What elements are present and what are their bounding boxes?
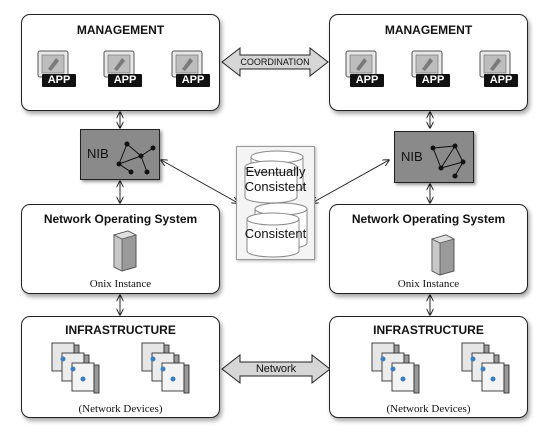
graph-icon xyxy=(116,141,156,175)
nib-label-right: NIB xyxy=(401,149,423,164)
connector-nib-db-right xyxy=(312,160,389,203)
nos-title-left: Network Operating System xyxy=(43,212,198,226)
nib-label-left: NIB xyxy=(87,146,109,161)
network-devices-label-right: (Network Devices) xyxy=(386,403,471,415)
onix-instance-label-left: Onix Instance xyxy=(89,278,152,290)
management-box-right: MANAGEMENT APP APP APP xyxy=(329,14,528,111)
app-icon: APP xyxy=(478,49,518,87)
onix-instance-label-right: Onix Instance xyxy=(397,278,460,290)
infrastructure-title-right: INFRASTRUCTURE xyxy=(373,323,484,337)
infrastructure-title-left: INFRASTRUCTURE xyxy=(65,323,176,337)
nos-box-left: Network Operating System Onix Instance xyxy=(21,204,220,294)
switch-icon xyxy=(51,342,100,394)
app-label: APP xyxy=(416,74,450,87)
management-title-left: MANAGEMENT xyxy=(76,23,165,37)
database-icon xyxy=(244,150,308,258)
network-devices-label-left: (Network Devices) xyxy=(78,403,163,415)
eventually-consistent-line2: Consistent xyxy=(244,179,307,194)
app-label: APP xyxy=(350,74,384,87)
nos-title-right: Network Operating System xyxy=(351,212,506,226)
eventually-consistent-line1: Eventually xyxy=(245,164,306,179)
app-icon: APP xyxy=(102,49,142,87)
app-graphic xyxy=(411,50,443,78)
app-icon: APP xyxy=(344,49,384,87)
database-box: Eventually Consistent Consistent xyxy=(236,146,315,260)
management-box-left: MANAGEMENT APP APP APP xyxy=(21,14,220,111)
app-label: APP xyxy=(42,74,76,87)
server-icon xyxy=(430,234,456,276)
coordination-label: COORDINATION xyxy=(240,57,310,67)
app-icon: APP xyxy=(36,49,76,87)
app-label: APP xyxy=(108,74,142,87)
app-graphic xyxy=(37,50,69,78)
app-label: APP xyxy=(484,74,518,87)
network-label: Network xyxy=(255,363,297,375)
app-icon: APP xyxy=(170,49,210,87)
connector-nib-db-left xyxy=(161,160,238,203)
consistent-label: Consistent xyxy=(244,226,307,241)
infrastructure-box-left: INFRASTRUCTURE (Network Devices) xyxy=(21,316,220,418)
app-graphic xyxy=(103,50,135,78)
app-label: APP xyxy=(176,74,210,87)
app-icon: APP xyxy=(410,49,450,87)
server-icon xyxy=(112,230,138,272)
nib-box-left: NIB xyxy=(80,129,160,180)
nib-box-right: NIB xyxy=(394,131,474,183)
infrastructure-box-right: INFRASTRUCTURE (Network Devices) xyxy=(329,316,528,418)
switch-icon xyxy=(141,342,190,394)
app-graphic xyxy=(345,50,377,78)
graph-icon xyxy=(430,143,466,179)
switch-icon xyxy=(461,342,510,394)
switch-icon xyxy=(371,342,420,394)
app-graphic xyxy=(479,50,511,78)
nos-box-right: Network Operating System Onix Instance xyxy=(329,204,528,294)
management-title-right: MANAGEMENT xyxy=(384,23,473,37)
